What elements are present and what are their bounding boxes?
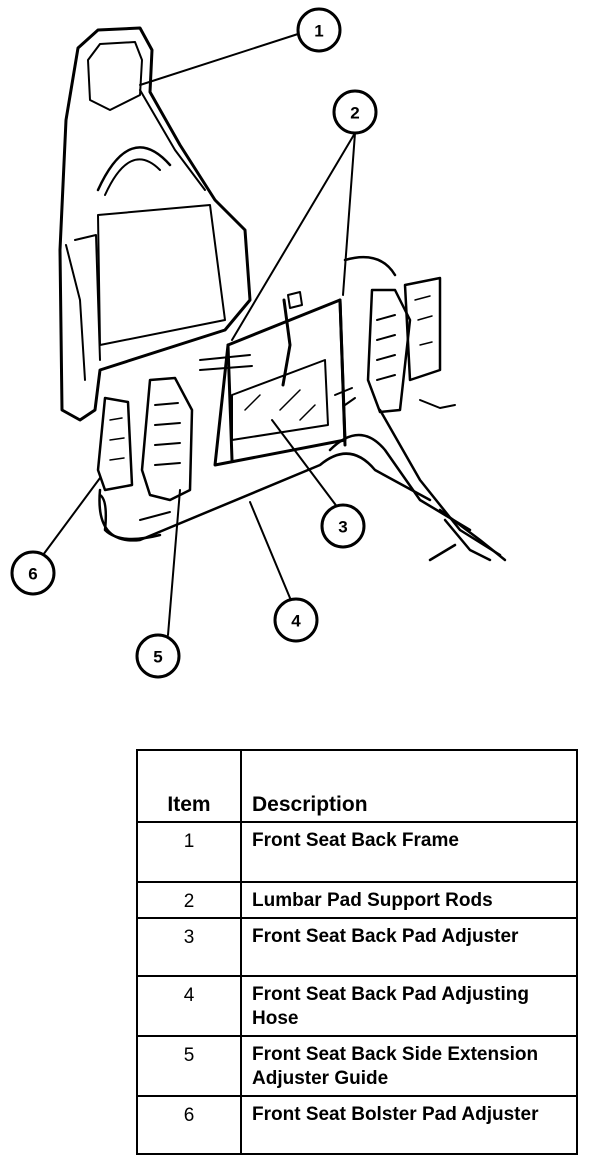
- callout-4: 4: [291, 612, 301, 631]
- item-description: Front Seat Back Side Extension Adjuster …: [240, 1035, 578, 1097]
- lumbar-pad: [199, 298, 356, 467]
- callout-circles: [10, 7, 378, 679]
- callout-2: 2: [350, 104, 359, 123]
- legend-header-row: Item Description: [136, 749, 578, 823]
- leader-lines: [42, 33, 356, 636]
- item-description: Front Seat Back Pad Adjusting Hose: [240, 975, 578, 1037]
- table-row: 1 Front Seat Back Frame: [136, 821, 578, 883]
- item-number: 1: [136, 821, 242, 883]
- callout-5: 5: [153, 648, 162, 667]
- table-row: 6 Front Seat Bolster Pad Adjuster: [136, 1095, 578, 1155]
- legend-table: Item Description 1 Front Seat Back Frame…: [136, 749, 578, 1155]
- adjusting-hose: [98, 255, 507, 562]
- item-number: 5: [136, 1035, 242, 1097]
- table-row: 3 Front Seat Back Pad Adjuster: [136, 917, 578, 977]
- item-description: Front Seat Bolster Pad Adjuster: [240, 1095, 578, 1155]
- table-row: 4 Front Seat Back Pad Adjusting Hose: [136, 975, 578, 1037]
- item-number: 2: [136, 881, 242, 919]
- left-side-pad: [96, 376, 194, 502]
- table-row: 2 Lumbar Pad Support Rods: [136, 881, 578, 919]
- item-number: 6: [136, 1095, 242, 1155]
- item-description: Front Seat Back Pad Adjuster: [240, 917, 578, 977]
- item-header: Item: [136, 749, 242, 823]
- item-number: 4: [136, 975, 242, 1037]
- description-header: Description: [240, 749, 578, 823]
- item-number: 3: [136, 917, 242, 977]
- seat-back-frame: [58, 26, 252, 422]
- exploded-seat-diagram: 1 2 3 4 5 6: [10, 7, 507, 679]
- item-description: Lumbar Pad Support Rods: [240, 881, 578, 919]
- callout-1: 1: [314, 22, 323, 41]
- table-row: 5 Front Seat Back Side Extension Adjuste…: [136, 1035, 578, 1097]
- callout-3: 3: [338, 518, 347, 537]
- callout-6: 6: [28, 565, 37, 584]
- right-side-pad: [366, 276, 442, 414]
- lumbar-support-rods: [226, 291, 347, 462]
- item-description: Front Seat Back Frame: [240, 821, 578, 883]
